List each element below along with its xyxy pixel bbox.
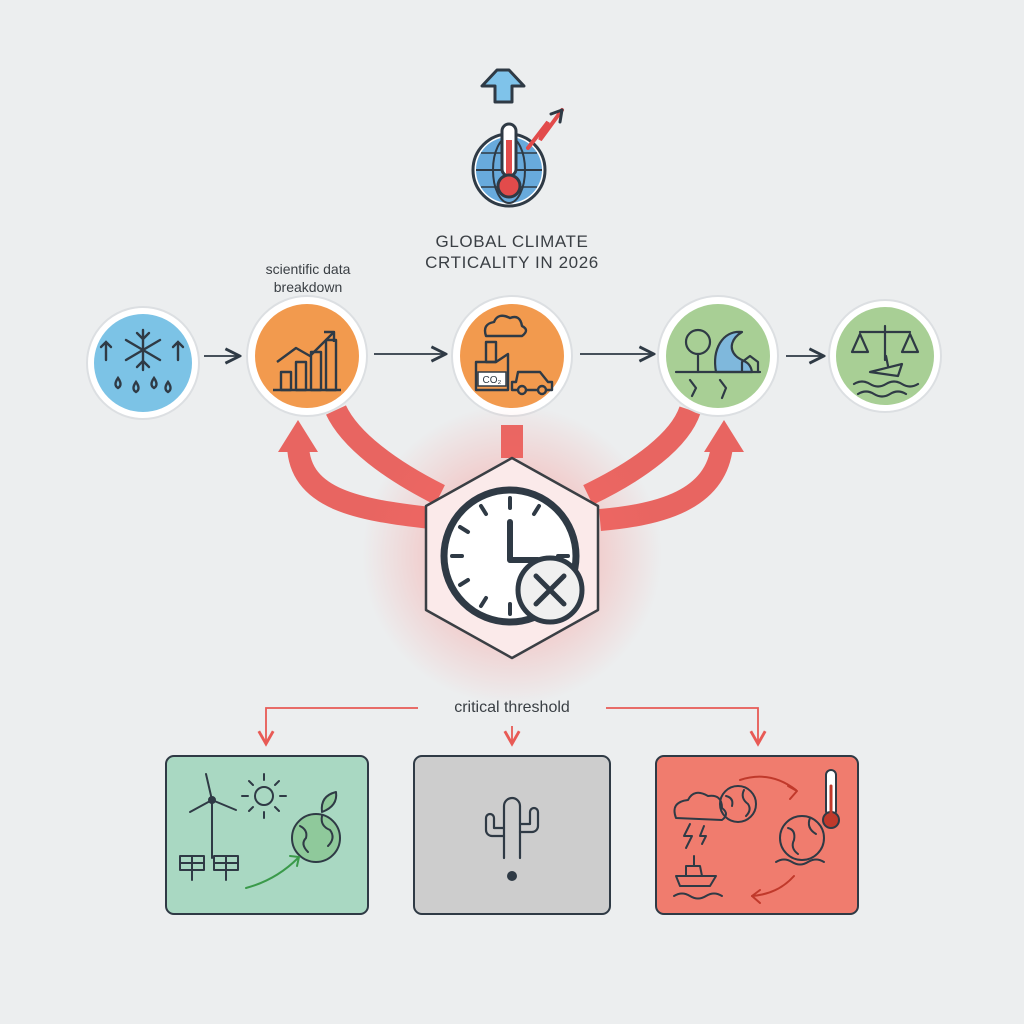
co2-label: CO₂: [483, 375, 502, 386]
tree-wave-house-icon: [674, 328, 762, 400]
node-4: [657, 295, 779, 417]
snowflake-precipitation-icon: [99, 328, 185, 394]
title-line-1: GLOBAL CLIMATE: [435, 232, 589, 251]
storm-heat-earth-cycle-icon: [673, 769, 840, 904]
clock-cancel-icon: [440, 486, 585, 626]
scales-sinking-ship-icon: [850, 324, 920, 398]
node-2: [246, 295, 368, 417]
node-3: CO₂: [451, 295, 573, 417]
header-climate-icon: [471, 68, 564, 208]
factory-emissions-car-icon: [474, 314, 554, 396]
threshold-label: critical threshold: [454, 699, 570, 716]
node-5: [828, 299, 942, 413]
central-hub: [362, 405, 662, 705]
cactus-warning-icon: [484, 796, 540, 881]
subtitle-line-1: scientific data: [265, 261, 351, 277]
title-line-2: CRTICALITY IN 2026: [425, 253, 599, 272]
outcome-panel-drought: [413, 755, 611, 915]
rising-bar-chart-icon: [273, 330, 341, 392]
subtitle-line-2: breakdown: [273, 279, 343, 295]
node-1: [86, 306, 200, 420]
outcome-panel-renewable: [165, 755, 369, 915]
flow-arrows: [204, 354, 822, 356]
renewable-energy-earth-icon: [179, 773, 341, 889]
threshold-connectors: [257, 707, 767, 747]
outcome-panel-extreme-weather: [655, 755, 859, 915]
